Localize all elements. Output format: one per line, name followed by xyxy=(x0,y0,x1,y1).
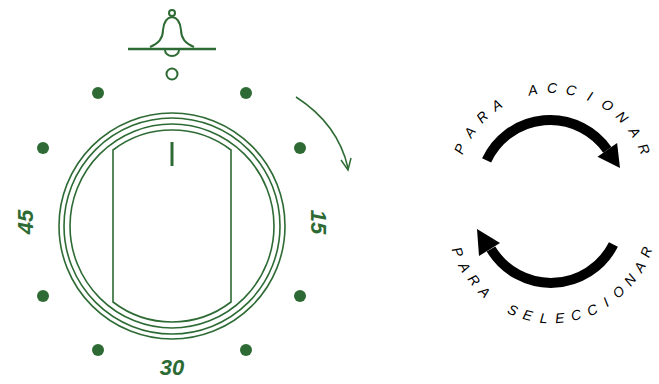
curved-letter: E xyxy=(555,310,565,325)
curved-letter: A xyxy=(527,82,539,98)
accionar-arrow xyxy=(487,120,620,168)
curved-letter: C xyxy=(570,307,583,323)
direction-arrow xyxy=(296,97,351,170)
curved-letter: A xyxy=(489,96,505,113)
curved-letter: R xyxy=(638,245,655,259)
curved-letter: N xyxy=(621,272,638,289)
curved-letter: O xyxy=(599,96,616,114)
curved-letter: C xyxy=(565,82,578,98)
curved-letter: P xyxy=(450,245,466,259)
dial-number: 15 xyxy=(307,210,329,234)
curved-letter: S xyxy=(505,302,519,319)
curved-letter: R xyxy=(465,272,482,289)
curved-letter xyxy=(510,88,519,102)
curved-letter: A xyxy=(461,124,478,140)
curved-letter: C xyxy=(547,81,557,95)
dial-number: 45 xyxy=(15,210,37,234)
zero-mark xyxy=(167,69,178,80)
curved-letter: A xyxy=(626,124,643,140)
curved-letter: A xyxy=(477,284,493,301)
knob-pointer xyxy=(171,142,174,166)
curved-letter: I xyxy=(586,88,595,102)
timer-knob xyxy=(59,113,285,339)
curved-letter: R xyxy=(473,108,490,125)
curved-letter: L xyxy=(539,310,548,325)
dial-dots xyxy=(37,87,306,356)
curved-letter: P xyxy=(452,142,469,156)
curved-letter: R xyxy=(636,142,653,157)
dial-number: 30 xyxy=(160,357,184,379)
curved-letter: O xyxy=(610,283,627,301)
curved-letter: A xyxy=(456,259,473,274)
curved-letter: A xyxy=(631,259,648,274)
curved-letter: I xyxy=(601,295,612,309)
curved-letter xyxy=(493,295,504,309)
bell-symbol xyxy=(128,10,216,56)
curved-letter: C xyxy=(584,301,599,318)
seleccionar-arrow xyxy=(477,229,613,283)
curved-letter: E xyxy=(522,307,534,323)
curved-letter: N xyxy=(614,108,631,125)
